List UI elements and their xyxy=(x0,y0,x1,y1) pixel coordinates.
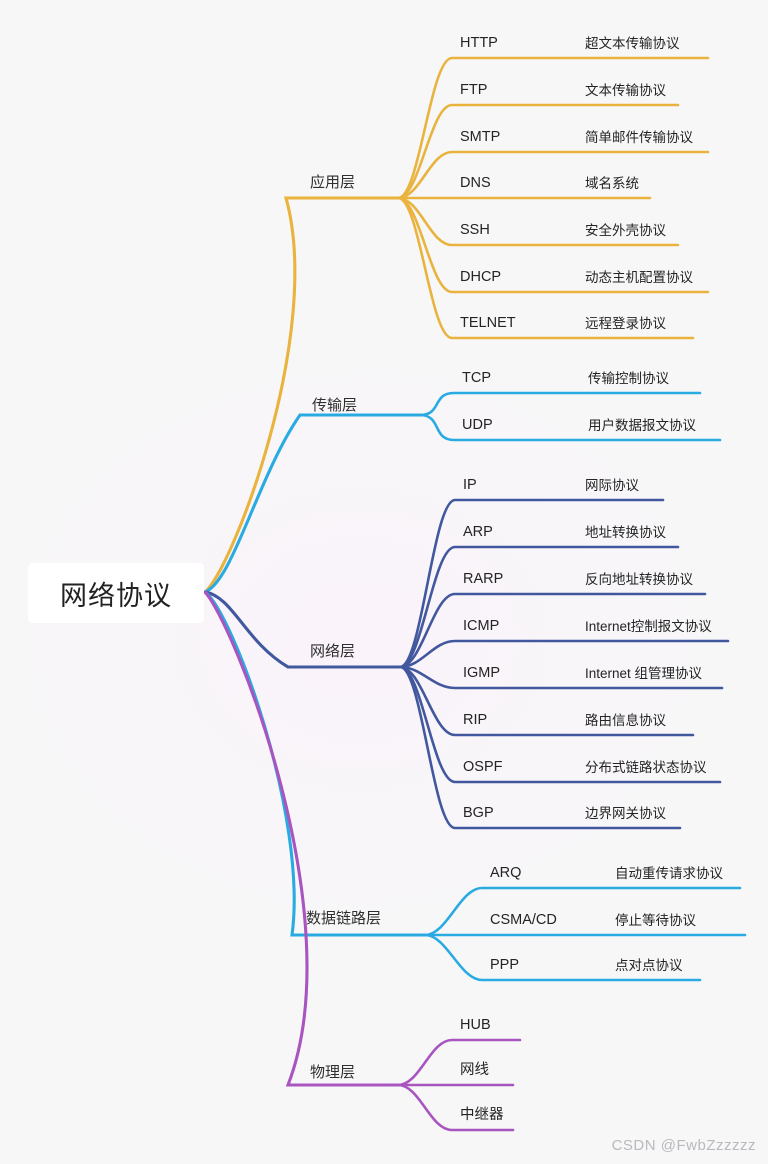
leaf-connector-network-1 xyxy=(398,545,680,669)
leaf-name-physical-1: 网线 xyxy=(460,1062,489,1078)
leaf-connector-network-4 xyxy=(398,665,724,690)
leaf-desc-application-5: 动态主机配置协议 xyxy=(585,270,693,285)
leaf-name-application-0: HTTP xyxy=(460,35,498,51)
branch-label-network[interactable]: 网络层 xyxy=(310,643,356,660)
leaf-desc-network-2: 反向地址转换协议 xyxy=(585,572,693,587)
leaf-connector-network-7 xyxy=(398,665,682,830)
branch-label-application[interactable]: 应用层 xyxy=(310,174,356,191)
branch-label-datalink[interactable]: 数据链路层 xyxy=(306,910,382,927)
leaf-connector-application-1 xyxy=(396,103,680,200)
watermark-text: CSDN @FwbZzzzzz xyxy=(611,1137,756,1154)
leaf-name-network-7: BGP xyxy=(463,805,494,821)
leaf-name-datalink-2: PPP xyxy=(490,957,520,973)
leaf-desc-application-0: 超文本传输协议 xyxy=(585,36,680,51)
leaf-connector-datalink-2 xyxy=(423,933,702,982)
leaf-name-application-4: SSH xyxy=(460,222,490,238)
leaf-name-network-6: OSPF xyxy=(463,759,503,775)
root-node-label: 网络协议 xyxy=(60,580,172,611)
leaf-name-physical-2: 中继器 xyxy=(460,1107,504,1123)
leaf-desc-network-5: 路由信息协议 xyxy=(585,713,666,728)
leaf-name-network-3: ICMP xyxy=(463,618,500,634)
leaf-desc-datalink-0: 自动重传请求协议 xyxy=(615,866,723,881)
leaf-connector-network-2 xyxy=(398,592,707,669)
leaf-name-datalink-0: ARQ xyxy=(490,865,522,881)
leaf-desc-transport-1: 用户数据报文协议 xyxy=(588,418,696,433)
leaf-name-physical-0: HUB xyxy=(460,1017,491,1033)
trunk-transport xyxy=(203,413,422,594)
leaf-name-transport-1: UDP xyxy=(462,417,493,433)
leaf-connector-physical-0 xyxy=(396,1038,522,1087)
leaf-name-application-5: DHCP xyxy=(460,269,502,285)
leaf-connector-network-3 xyxy=(398,639,730,669)
leaf-name-network-5: RIP xyxy=(463,712,488,728)
leaf-name-transport-0: TCP xyxy=(462,370,491,386)
leaf-name-network-2: RARP xyxy=(463,571,504,587)
leaf-name-datalink-1: CSMA/CD xyxy=(490,912,557,928)
leaf-desc-application-4: 安全外壳协议 xyxy=(585,223,666,238)
leaf-desc-network-0: 网际协议 xyxy=(585,478,639,493)
leaf-desc-network-7: 边界网关协议 xyxy=(585,806,666,821)
leaf-connector-application-0 xyxy=(396,56,710,200)
leaf-desc-application-3: 域名系统 xyxy=(585,176,639,191)
leaf-desc-datalink-2: 点对点协议 xyxy=(615,958,683,973)
root-node[interactable]: 网络协议 xyxy=(28,563,204,623)
branch-label-transport[interactable]: 传输层 xyxy=(312,397,358,414)
leaf-connector-transport-1 xyxy=(418,413,722,442)
leaf-name-network-4: IGMP xyxy=(463,665,501,681)
leaf-desc-network-3: Internet控制报文协议 xyxy=(585,619,712,634)
leaf-connector-transport-0 xyxy=(418,391,702,417)
trunk-application xyxy=(203,196,400,594)
trunk-physical xyxy=(203,590,400,1087)
leaf-desc-application-6: 远程登录协议 xyxy=(585,316,666,331)
leaf-desc-network-1: 地址转换协议 xyxy=(585,525,666,540)
leaf-desc-application-1: 文本传输协议 xyxy=(585,83,666,98)
leaf-name-application-2: SMTP xyxy=(460,129,501,145)
leaf-desc-transport-0: 传输控制协议 xyxy=(588,371,669,386)
leaf-connector-application-6 xyxy=(396,196,695,340)
leaf-connector-application-2 xyxy=(396,150,710,200)
leaf-name-application-1: FTP xyxy=(460,82,488,98)
leaf-connector-datalink-0 xyxy=(423,886,742,937)
leaf-connector-physical-2 xyxy=(396,1083,515,1132)
leaf-name-network-1: ARP xyxy=(463,524,493,540)
leaf-desc-network-6: 分布式链路状态协议 xyxy=(585,760,707,775)
leaf-desc-network-4: Internet 组管理协议 xyxy=(585,666,703,681)
leaf-name-application-6: TELNET xyxy=(460,315,516,331)
leaf-name-application-3: DNS xyxy=(460,175,491,191)
trunk-network xyxy=(203,590,402,669)
leaf-desc-datalink-1: 停止等待协议 xyxy=(615,913,696,928)
leaf-name-network-0: IP xyxy=(463,477,477,493)
branch-label-physical[interactable]: 物理层 xyxy=(310,1064,356,1081)
leaf-desc-application-2: 简单邮件传输协议 xyxy=(585,130,693,145)
